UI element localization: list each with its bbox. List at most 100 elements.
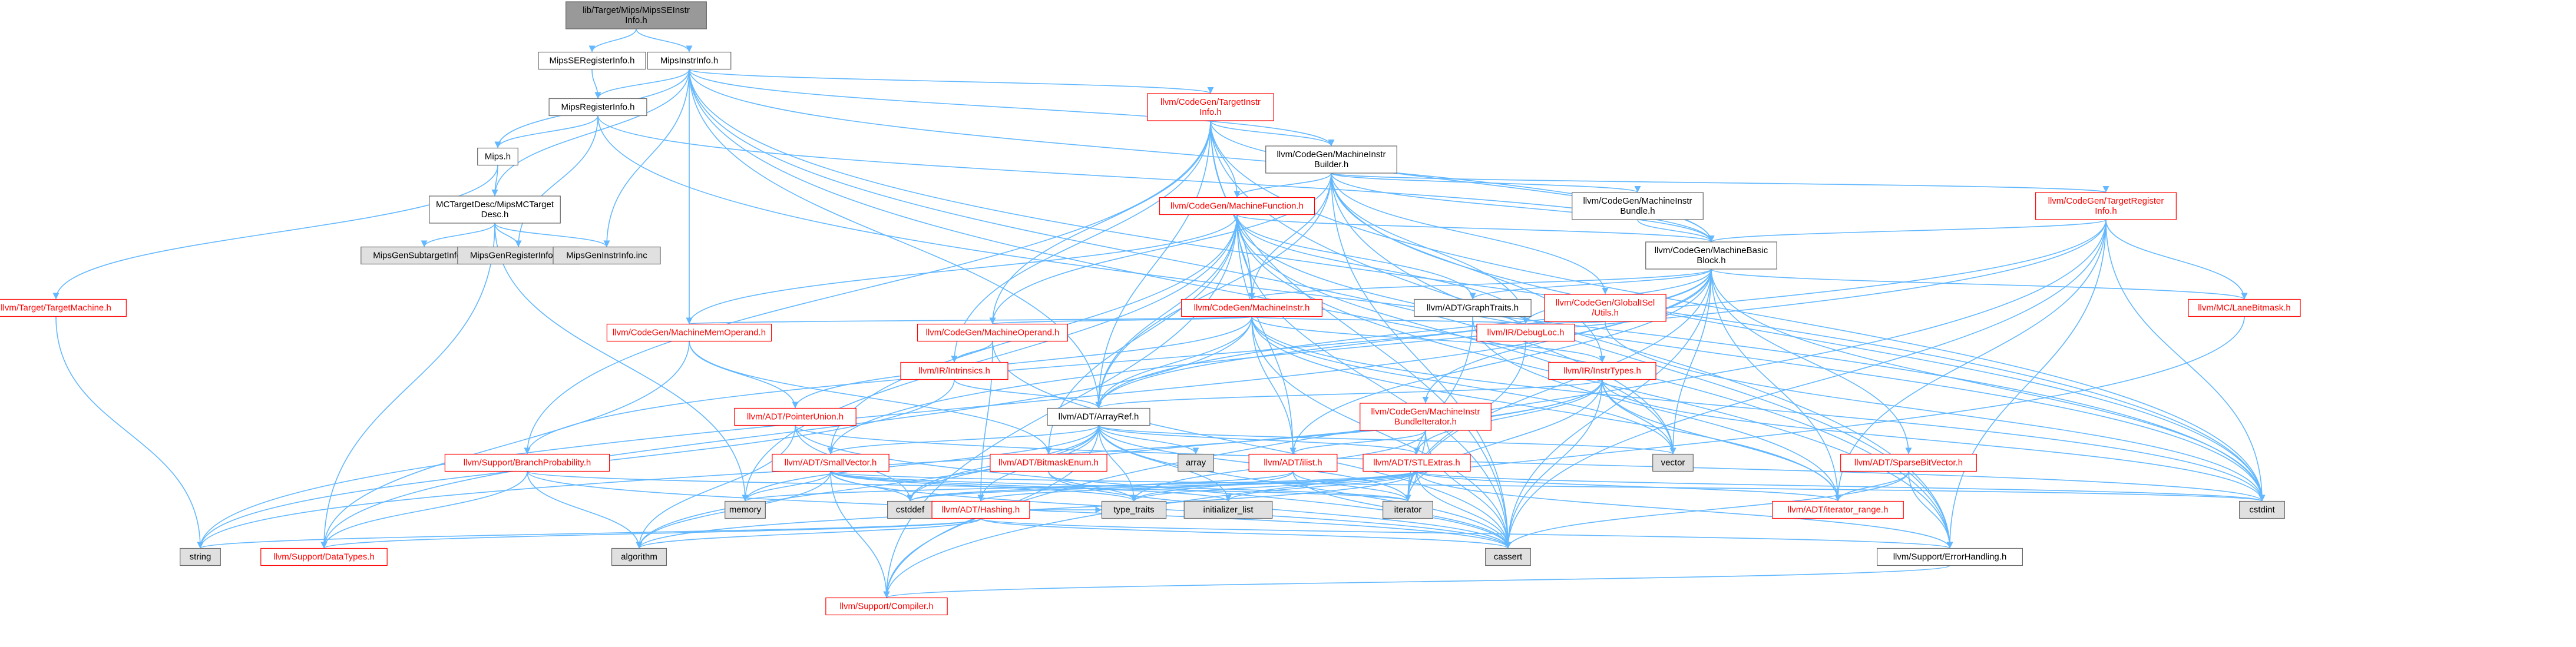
node-label: llvm/Support/ErrorHandling.h	[1893, 552, 2007, 562]
node-label: Info.h	[2095, 206, 2117, 216]
node-mips-register-info[interactable]: MipsRegisterInfo.h	[548, 98, 647, 117]
edge-root-to-mips-instr-info	[636, 28, 693, 52]
node-box	[548, 98, 647, 117]
node-label: memory	[729, 505, 762, 515]
node-bitmask-enum[interactable]: llvm/ADT/BitmaskEnum.h	[990, 453, 1107, 472]
node-hashing[interactable]: llvm/ADT/Hashing.h	[931, 500, 1030, 519]
edge-target-instr-info-to-machine-function	[1210, 120, 1241, 198]
node-box	[1645, 241, 1777, 270]
node-box	[1840, 453, 1977, 472]
node-instr-types[interactable]: llvm/IR/InstrTypes.h	[1548, 361, 1656, 380]
node-box	[1548, 361, 1656, 380]
edge-stlextras-to-cassert	[1416, 471, 1512, 549]
node-box	[725, 500, 766, 519]
edge-machine-instr-to-machine-mem-operand	[687, 316, 1252, 325]
edge-stlextras-to-cstdint	[1416, 470, 2265, 502]
node-array: array	[1178, 453, 1214, 472]
node-label: llvm/ADT/BitmaskEnum.h	[998, 458, 1099, 468]
edge-machine-basic-block-to-iterator-range	[1711, 268, 1841, 502]
edge-machine-operand-to-intrinsics	[951, 341, 993, 363]
node-box	[538, 51, 646, 70]
edge-mips-instr-info-to-mctarget-desc	[491, 69, 690, 197]
node-label: vector	[1661, 458, 1685, 468]
node-label: llvm/MC/LaneBitmask.h	[2198, 303, 2291, 313]
edge-target-register-info-to-iterator-range	[1834, 219, 2107, 502]
node-label: llvm/CodeGen/MachineInstr.h	[1194, 303, 1310, 313]
node-lane-bitmask[interactable]: llvm/MC/LaneBitmask.h	[2188, 298, 2301, 317]
node-label: llvm/ADT/GraphTraits.h	[1427, 303, 1519, 313]
edge-array-ref-to-stlextras	[1098, 424, 1420, 455]
node-target-machine[interactable]: llvm/Target/TargetMachine.h	[0, 298, 127, 317]
edge-stlextras-to-iterator	[1404, 471, 1417, 502]
node-small-vector[interactable]: llvm/ADT/SmallVector.h	[772, 453, 889, 472]
node-sparse-bit-vector[interactable]: llvm/ADT/SparseBitVector.h	[1840, 453, 1977, 472]
node-branch-probability[interactable]: llvm/Support/BranchProbability.h	[444, 453, 610, 472]
node-label: cstddef	[896, 505, 925, 515]
edge-mips-register-info-to-mips	[494, 115, 598, 148]
node-label: llvm/CodeGen/MachineOperand.h	[926, 328, 1060, 338]
node-mips-gen-instr-info: MipsGenInstrInfo.inc	[553, 246, 661, 265]
edge-instr-types-to-vector	[1602, 379, 1676, 454]
node-label: llvm/ADT/STLExtras.h	[1373, 458, 1460, 468]
edge-small-vector-to-cstdint	[830, 470, 2265, 502]
node-ilist[interactable]: llvm/ADT/ilist.h	[1248, 453, 1338, 472]
edge-hashing-to-algorithm	[636, 517, 981, 549]
edge-machine-instr-to-pointer-union	[792, 316, 1252, 409]
node-algorithm: algorithm	[611, 548, 667, 566]
node-debug-loc[interactable]: llvm/IR/DebugLoc.h	[1476, 323, 1575, 342]
node-box	[1159, 197, 1315, 215]
node-label: Info.h	[625, 15, 647, 25]
edge-machine-instr-to-instr-types	[1251, 316, 1606, 363]
node-label: Builder.h	[1314, 160, 1348, 170]
node-label: llvm/CodeGen/MachineInstr	[1277, 150, 1385, 160]
edge-hashing-to-string	[197, 517, 981, 549]
edge-machine-instr-builder-to-cassert	[1331, 172, 1512, 549]
edge-target-register-info-to-cassert	[1504, 219, 2107, 549]
node-compiler[interactable]: llvm/Support/Compiler.h	[825, 597, 948, 616]
node-machine-instr[interactable]: llvm/CodeGen/MachineInstr.h	[1181, 298, 1322, 317]
edge-branch-probability-to-algorithm	[527, 471, 643, 549]
node-label: llvm/Support/DataTypes.h	[273, 552, 375, 562]
node-bundle-iterator[interactable]: llvm/CodeGen/MachineInstrBundleIterator.…	[1360, 403, 1492, 431]
edge-instr-types-to-iterator-range	[1602, 379, 1841, 502]
node-box	[1383, 500, 1434, 519]
node-box	[429, 195, 561, 224]
node-mips-instr-info[interactable]: MipsInstrInfo.h	[647, 51, 732, 70]
node-global-isel-utils[interactable]: llvm/CodeGen/GlobalISel/Utils.h	[1544, 294, 1666, 322]
node-stlextras[interactable]: llvm/ADT/STLExtras.h	[1363, 453, 1471, 472]
node-mips-seregister-info[interactable]: MipsSERegisterInfo.h	[538, 51, 646, 70]
node-intrinsics[interactable]: llvm/IR/Intrinsics.h	[900, 361, 1008, 380]
node-box	[1183, 500, 1273, 519]
node-machine-function[interactable]: llvm/CodeGen/MachineFunction.h	[1159, 197, 1315, 215]
edge-mctarget-desc-to-memory	[494, 223, 749, 502]
edge-machine-instr-builder-to-machine-basic-block	[1331, 172, 1715, 243]
node-machine-mem-operand[interactable]: llvm/CodeGen/MachineMemOperand.h	[606, 323, 772, 342]
edge-instr-types-to-cstdint	[1602, 379, 2266, 502]
edge-machine-instr-builder-to-global-isel-utils	[1331, 172, 1609, 295]
edges-layer	[52, 28, 2266, 599]
node-mips[interactable]: Mips.h	[477, 147, 518, 166]
node-iterator-range[interactable]: llvm/ADT/iterator_range.h	[1772, 500, 1904, 519]
edge-hashing-to-cassert	[980, 517, 1512, 549]
node-label: llvm/CodeGen/MachineInstr	[1371, 407, 1480, 417]
node-data-types[interactable]: llvm/Support/DataTypes.h	[260, 548, 388, 566]
node-label: Mips.h	[485, 152, 511, 162]
node-machine-operand[interactable]: llvm/CodeGen/MachineOperand.h	[917, 323, 1069, 342]
node-graph-traits[interactable]: llvm/ADT/GraphTraits.h	[1414, 298, 1532, 317]
node-label: llvm/CodeGen/MachineInstr	[1583, 196, 1692, 206]
node-pointer-union[interactable]: llvm/ADT/PointerUnion.h	[734, 407, 857, 426]
node-array-ref[interactable]: llvm/ADT/ArrayRef.h	[1047, 407, 1150, 426]
node-error-handling[interactable]: llvm/Support/ErrorHandling.h	[1877, 548, 2023, 566]
node-box	[772, 453, 889, 472]
node-box	[1181, 298, 1322, 317]
edge-machine-instr-builder-to-machine-function	[1234, 172, 1332, 198]
edge-small-vector-to-initializer-list	[830, 470, 1232, 502]
edge-mips-register-info-to-machine-basic-block	[597, 115, 1715, 243]
node-label: llvm/ADT/iterator_range.h	[1788, 505, 1889, 515]
